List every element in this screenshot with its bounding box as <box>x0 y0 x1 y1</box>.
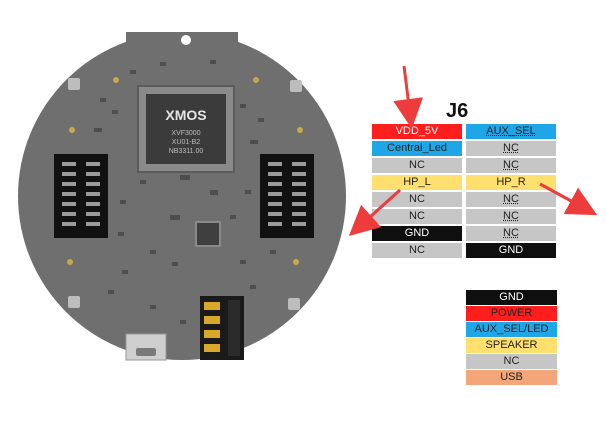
legend-item: AUX_SEL/LED <box>466 322 557 337</box>
mount-hole <box>181 35 191 45</box>
left-pin-header <box>54 154 108 238</box>
pin-cell-right: NC <box>466 192 556 207</box>
pin-cell-left: HP_L <box>372 175 462 190</box>
chip-line-3: NB3311.00 <box>169 148 204 155</box>
micro-usb-port <box>126 334 166 360</box>
pin-cell-left: VDD_5V <box>372 124 462 139</box>
pin-cell-right: NC <box>466 141 556 156</box>
pin-cell-left: NC <box>372 209 462 224</box>
pin-cell-left: NC <box>372 158 462 173</box>
arrow-to-vdd <box>404 66 410 114</box>
pin-cell-left: Central_Led <box>372 141 462 156</box>
codec-chip <box>196 222 220 246</box>
pin-cell-left: NC <box>372 243 462 258</box>
audio-jack <box>200 296 244 360</box>
xmos-chip: XMOS XVF3000 XU01-B2 NB3311.00 <box>138 86 234 172</box>
color-legend: GNDPOWERAUX_SEL/LEDSPEAKERNCUSB <box>466 290 557 385</box>
pin-header-title: J6 <box>446 100 468 123</box>
legend-item: SPEAKER <box>466 338 557 353</box>
pin-cell-right: GND <box>466 243 556 258</box>
legend-item: POWER <box>466 306 557 321</box>
chip-line-2: XU01-B2 <box>172 139 201 146</box>
pin-cell-right: NC <box>466 226 556 241</box>
pin-cell-left: GND <box>372 226 462 241</box>
chip-line-1: XVF3000 <box>171 130 200 137</box>
board-illustration: XMOS XVF3000 XU01-B2 NB3311.00 <box>0 0 360 430</box>
legend-item: NC <box>466 354 557 369</box>
legend-item: GND <box>466 290 557 305</box>
pinout-table: VDD_5VAUX_SELCentral_LedNCNCNCHP_LHP_RNC… <box>372 124 556 258</box>
right-pin-header <box>260 154 314 238</box>
pcb-top-tab <box>126 32 238 56</box>
pin-cell-right: NC <box>466 158 556 173</box>
pin-cell-right: AUX_SEL <box>466 124 556 139</box>
pin-cell-right: NC <box>466 209 556 224</box>
pin-cell-left: NC <box>372 192 462 207</box>
chip-brand: XMOS <box>165 107 206 123</box>
pin-cell-right: HP_R <box>466 175 556 190</box>
legend-item: USB <box>466 370 557 385</box>
